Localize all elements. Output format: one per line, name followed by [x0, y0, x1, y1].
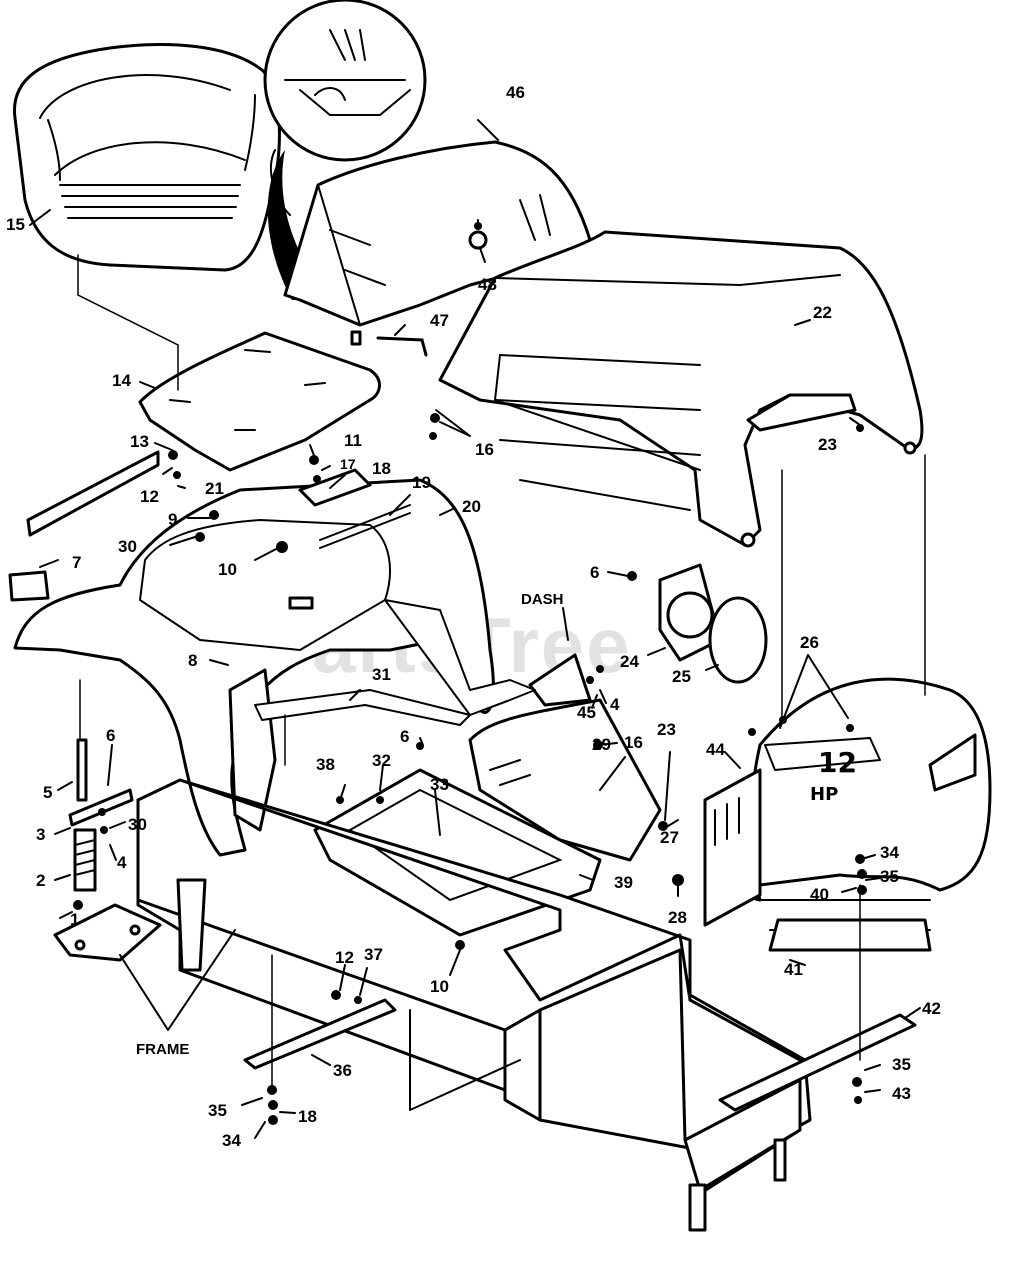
label-part-27: 27	[660, 828, 679, 847]
label-part-24: 24	[620, 652, 639, 671]
label-part-35-lower: 35	[208, 1101, 227, 1120]
label-part-8: 8	[188, 651, 197, 670]
main-hood	[438, 230, 924, 548]
label-part-38: 38	[316, 755, 335, 774]
bracket-plate	[298, 468, 372, 507]
part-labels: 1 2 3 4 4 5 6 6 6 7 8 9 10 10 11 12 12 1…	[6, 83, 941, 1150]
label-part-30-lower: 30	[128, 815, 147, 834]
leader-arrows	[29, 119, 921, 1139]
label-part-4-lower: 4	[117, 853, 127, 872]
label-part-46: 46	[506, 83, 525, 102]
frame	[136, 778, 812, 1232]
label-part-1: 1	[70, 910, 79, 929]
dash-panel	[468, 653, 662, 862]
label-part-26: 26	[800, 633, 819, 652]
front-grille: 12 HP	[718, 677, 992, 952]
label-dash: DASH	[521, 591, 564, 608]
label-part-47: 47	[430, 311, 449, 330]
label-part-36: 36	[333, 1061, 352, 1080]
lower-body-panels	[254, 599, 536, 726]
decal-strip	[26, 450, 160, 537]
label-part-16-hood: 16	[475, 440, 494, 459]
label-part-10-fender: 10	[218, 560, 237, 579]
label-part-48: 48	[478, 275, 497, 294]
label-part-7: 7	[72, 553, 81, 572]
label-part-40: 40	[810, 885, 829, 904]
label-part-10-frame: 10	[430, 977, 449, 996]
label-part-20: 20	[462, 497, 481, 516]
label-part-43: 43	[892, 1084, 911, 1103]
label-part-25: 25	[672, 667, 691, 686]
label-part-34-grille: 34	[880, 843, 899, 862]
grille-screen	[703, 768, 762, 927]
label-part-33: 33	[430, 775, 449, 794]
label-part-5: 5	[43, 783, 52, 802]
label-part-22: 22	[813, 303, 832, 322]
label-part-4-dash: 4	[610, 695, 620, 714]
label-part-41: 41	[784, 960, 803, 979]
hood-rod	[376, 336, 428, 357]
headlight-lens	[708, 596, 768, 684]
label-part-12-lower: 12	[335, 948, 354, 967]
label-part-28: 28	[668, 908, 687, 927]
label-part-44: 44	[706, 740, 725, 759]
label-part-6-bezel: 6	[590, 563, 599, 582]
axle-bracket	[243, 998, 397, 1070]
reflector-decal	[8, 570, 50, 602]
hardware-fasteners	[73, 222, 867, 1125]
label-part-3: 3	[36, 825, 45, 844]
label-part-34-lower: 34	[222, 1131, 241, 1150]
label-part-14: 14	[112, 371, 131, 390]
label-part-16-dash: 16	[624, 733, 643, 752]
label-part-35-grille: 35	[880, 867, 899, 886]
headlight-bezel-hole	[666, 591, 714, 639]
label-part-6-dash: 6	[400, 727, 409, 746]
label-part-18-lower: 18	[298, 1107, 317, 1126]
label-part-12-upper: 12	[140, 487, 159, 506]
label-part-45: 45	[577, 703, 596, 722]
seat-pan	[138, 331, 381, 472]
rear-bracket	[718, 1013, 917, 1112]
seat-spring-assembly	[53, 738, 162, 962]
label-part-29: 29	[592, 735, 611, 754]
label-part-11: 11	[344, 431, 362, 450]
label-part-17: 17	[340, 456, 356, 472]
label-part-39: 39	[614, 873, 633, 892]
label-part-2: 2	[36, 871, 45, 890]
hp-badge-number: 12	[818, 746, 857, 779]
label-part-6-lower: 6	[106, 726, 115, 745]
label-part-9: 9	[168, 510, 177, 529]
label-part-30-fender: 30	[118, 537, 137, 556]
label-part-13: 13	[130, 432, 149, 451]
label-part-32: 32	[372, 751, 391, 770]
label-part-19: 19	[412, 473, 431, 492]
label-part-23-hood: 23	[818, 435, 837, 454]
detail-inset-circle	[263, 0, 427, 300]
label-part-21: 21	[205, 479, 224, 498]
label-part-42: 42	[922, 999, 941, 1018]
seat	[12, 43, 281, 272]
label-part-23-dash: 23	[657, 720, 676, 739]
label-part-35-rear: 35	[892, 1055, 911, 1074]
label-part-37: 37	[364, 945, 383, 964]
label-part-31: 31	[372, 665, 391, 684]
label-part-15: 15	[6, 215, 25, 234]
label-part-18-upper: 18	[372, 459, 391, 478]
hp-badge-unit: HP	[810, 784, 838, 805]
alignment-lines	[77, 254, 926, 1086]
label-frame: FRAME	[136, 1041, 189, 1058]
